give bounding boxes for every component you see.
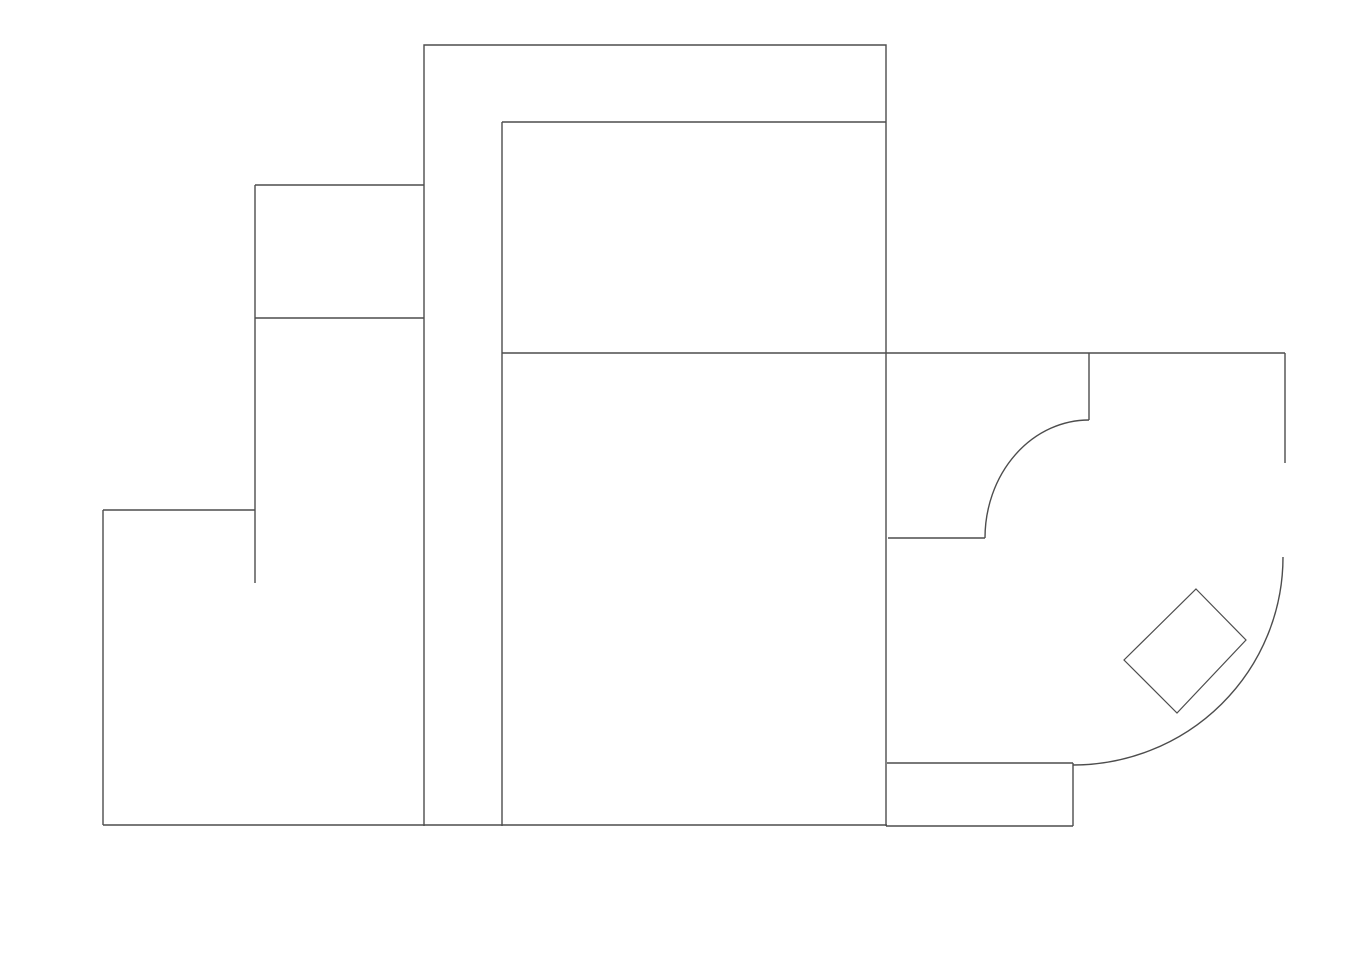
legend-door-swatch — [95, 898, 215, 913]
corridor-width-note — [426, 139, 506, 166]
legend-led-swatch — [703, 889, 943, 903]
legend-pillar-swatch — [460, 895, 478, 913]
